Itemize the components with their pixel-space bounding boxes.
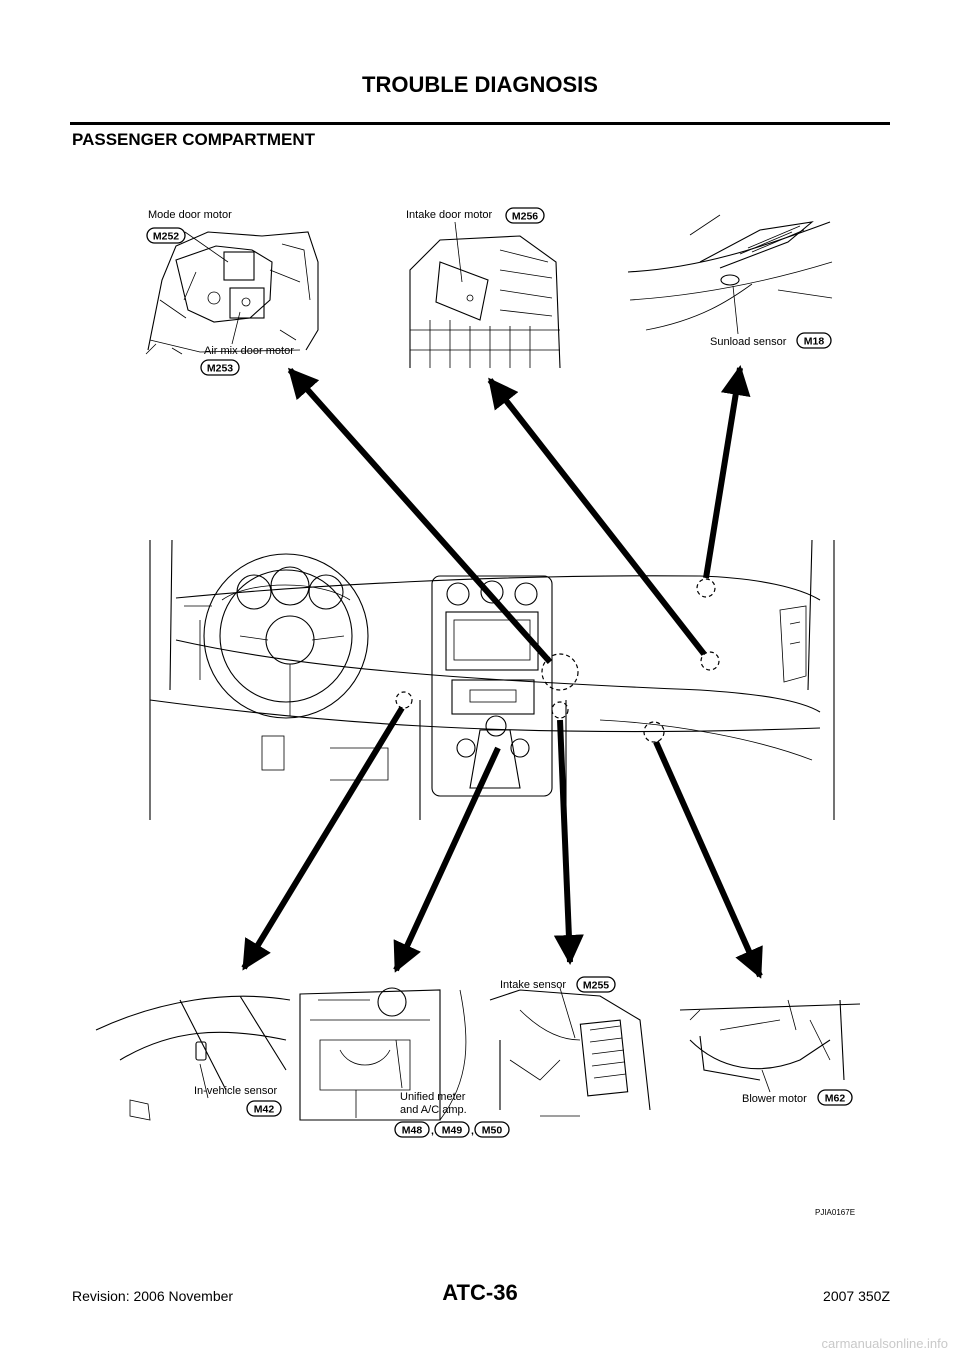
- page-title: TROUBLE DIAGNOSIS: [362, 72, 598, 97]
- connector-m42-text: M42: [254, 1104, 275, 1116]
- mode-door-motor-label: Mode door motor: [148, 209, 232, 221]
- air-mix-door-motor-label: Air mix door motor: [204, 345, 294, 357]
- connector-m48-text: M48: [402, 1125, 423, 1137]
- revision-text: Revision: 2006 November: [72, 1288, 234, 1304]
- location-circle-blower: [643, 721, 665, 743]
- connector-m256-text: M256: [512, 211, 538, 223]
- section-heading: PASSENGER COMPARTMENT: [72, 130, 316, 149]
- location-circle-intake-door: [700, 651, 720, 671]
- in-vehicle-sensor-sketch: [95, 995, 291, 1121]
- connector-m49-text: M49: [442, 1125, 463, 1137]
- dashboard-sketch: [149, 539, 835, 820]
- connector-badge-m256: [505, 207, 545, 224]
- connector-m253-text: M253: [207, 363, 233, 375]
- unified-meter-label-line2: and A/C amp.: [400, 1104, 467, 1116]
- location-arrows: [241, 365, 763, 979]
- connector-m62-text: M62: [825, 1093, 846, 1105]
- connector-separator-1: ,: [431, 1125, 434, 1137]
- connector-badge-m18: [796, 332, 832, 349]
- location-circle-intake-sensor: [551, 701, 569, 719]
- title-rule: [70, 122, 890, 125]
- location-circle-1: [541, 653, 579, 691]
- connector-m50-text: M50: [482, 1125, 503, 1137]
- watermark: carmanualsonline.info: [821, 1336, 948, 1351]
- intake-sensor-label: Intake sensor: [500, 979, 566, 991]
- page-number: ATC-36: [442, 1280, 518, 1305]
- model-text: 2007 350Z: [823, 1288, 890, 1304]
- connector-badge-m49: [434, 1121, 470, 1138]
- in-vehicle-sensor-label: In-vehicle sensor: [194, 1085, 277, 1097]
- connector-badge-m253: [200, 359, 240, 376]
- location-circle-sunload: [696, 578, 716, 598]
- connector-badge-m62: [817, 1089, 853, 1106]
- blower-motor-sketch: [679, 999, 861, 1093]
- location-circle-in-vehicle: [395, 691, 413, 709]
- connector-m252-text: M252: [153, 231, 179, 243]
- blower-motor-label: Blower motor: [742, 1093, 807, 1105]
- connector-separator-2: ,: [471, 1125, 474, 1137]
- mode-door-motor-sketch: [145, 231, 319, 355]
- connector-badge-m255: [576, 976, 616, 993]
- intake-sensor-sketch: [489, 987, 651, 1117]
- unified-meter-sketch: [299, 987, 467, 1121]
- connector-badge-m50: [474, 1121, 510, 1138]
- unified-meter-label-line1: Unified meter: [400, 1091, 466, 1103]
- sunload-sensor-label: Sunload sensor: [710, 336, 787, 348]
- figure-reference-code: PJIA0167E: [815, 1208, 856, 1217]
- intake-door-motor-sketch: [409, 235, 561, 369]
- sunload-sensor-sketch: [627, 214, 833, 331]
- connector-badge-m252: [146, 227, 186, 244]
- intake-door-motor-label: Intake door motor: [406, 209, 493, 221]
- connector-m18-text: M18: [804, 336, 825, 348]
- connector-badge-m48: [394, 1121, 430, 1138]
- connector-m255-text: M255: [583, 980, 609, 992]
- connector-badge-m42: [246, 1100, 282, 1117]
